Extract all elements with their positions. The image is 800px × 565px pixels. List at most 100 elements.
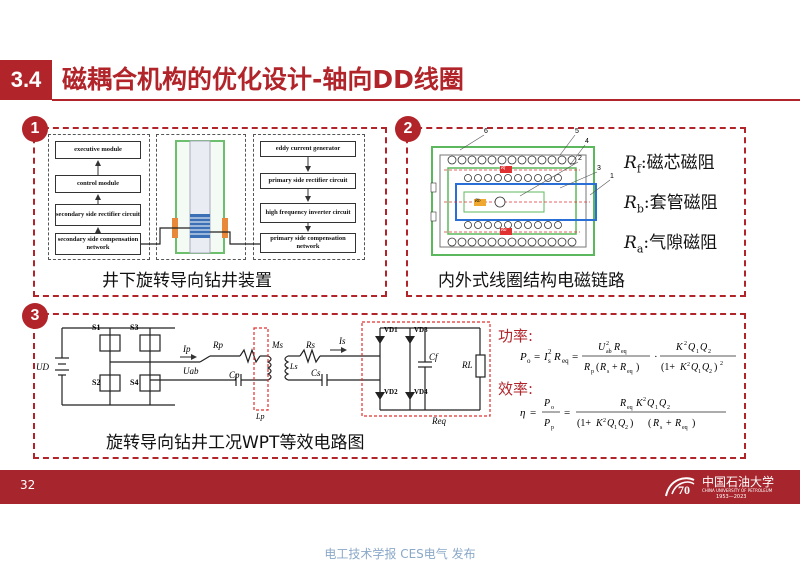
label-ud: UD (36, 362, 49, 372)
page-number: 32 (20, 478, 36, 492)
panel-equivalent-circuit (33, 313, 746, 459)
coupler-group (156, 134, 246, 260)
svg-text:=: = (572, 351, 578, 363)
label-s2: S2 (92, 378, 101, 387)
label-rl: RL (462, 360, 473, 370)
label-req: Req (432, 416, 446, 426)
svg-text:2: 2 (709, 369, 712, 375)
panel3-caption: 旋转导向钻井工况WPT等效电路图 (106, 433, 365, 453)
coil-structure-diagram (430, 134, 611, 256)
legend-rf-symbol: R (624, 153, 637, 173)
panel-number-2: 2 (395, 116, 421, 142)
legend-rf-sub: f (636, 162, 641, 176)
legend-ra-text: :气隙磁阻 (643, 233, 718, 253)
svg-text:2: 2 (684, 341, 687, 347)
svg-text:2: 2 (606, 341, 609, 347)
label-uab: Uab (183, 366, 199, 376)
legend-ra-sub: a (636, 242, 644, 256)
svg-text:R: R (599, 362, 606, 373)
block-eddy-current-generator: eddy current generator (260, 141, 356, 157)
svg-text:+: + (666, 418, 672, 429)
slide-title: 磁耦合机构的优化设计-轴向DD线圈 (62, 65, 464, 94)
svg-text:Q: Q (647, 398, 655, 409)
legend-rb-text: :套管磁阻 (643, 193, 718, 213)
svg-text:(: ( (648, 418, 652, 429)
svg-text:eq: eq (621, 349, 627, 355)
part-label-2: 2 (578, 155, 582, 162)
svg-text:=: = (564, 407, 570, 419)
panel-number-3: 3 (22, 303, 48, 329)
inner-coil-top (464, 174, 562, 182)
svg-text:): ) (692, 418, 695, 429)
block-secondary-rectifier: secondary side rectifier circuit (55, 204, 141, 226)
section-badge: 3.4 (0, 60, 52, 100)
svg-text:Q: Q (607, 418, 615, 429)
slide: 3.4 磁耦合机构的优化设计-轴向DD线圈 1 executive module… (0, 60, 800, 504)
svg-text:1: 1 (696, 349, 699, 355)
svg-text:Q: Q (659, 398, 667, 409)
svg-text:2: 2 (667, 405, 670, 411)
svg-text:Q: Q (618, 418, 626, 429)
block-primary-rectifier: primary side rectifier circuit (260, 173, 356, 189)
svg-text:Q: Q (700, 342, 708, 353)
svg-text:2: 2 (708, 349, 711, 355)
svg-text:2: 2 (643, 397, 646, 403)
drill-pipe (172, 140, 228, 254)
power-label: 功率: (498, 327, 534, 345)
svg-text:): ) (630, 418, 633, 429)
svg-text:Q: Q (702, 362, 710, 373)
svg-text:·: · (654, 351, 658, 363)
block-primary-compensation: primary side compensation network (260, 233, 356, 253)
part-label-4: 4 (585, 138, 589, 145)
university-years: 1953—2023 (716, 494, 747, 500)
label-rs: Rs (306, 340, 315, 350)
label-vd3: VD3 (414, 326, 428, 334)
label-vd2: VD2 (384, 388, 398, 396)
inner-coil-bottom (464, 221, 562, 229)
svg-text:Q: Q (691, 362, 699, 373)
svg-text:): ) (636, 362, 639, 373)
svg-text:=: = (534, 351, 540, 363)
svg-text:s: s (660, 425, 663, 431)
title-underline (52, 99, 800, 101)
svg-text:R: R (619, 398, 626, 409)
wpt-circuit (55, 321, 491, 417)
panel2-caption: 内外式线圈结构电磁链路 (438, 271, 625, 291)
inner-label-rb: Rb (475, 199, 481, 204)
part-label-1: 1 (610, 173, 614, 180)
svg-text:p: p (551, 425, 554, 431)
legend-rb-symbol: R (624, 193, 637, 213)
label-vd4: VD4 (414, 388, 428, 396)
inner-label-ra: Ra (501, 228, 507, 233)
svg-text:2: 2 (687, 362, 690, 368)
svg-text:2: 2 (548, 348, 552, 356)
part-label-6: 6 (484, 128, 488, 135)
svg-text:Q: Q (688, 342, 696, 353)
label-rp: Rp (213, 340, 223, 350)
legend-rb-sub: b (636, 202, 644, 216)
svg-text:K: K (595, 418, 604, 429)
block-control-module: control module (55, 175, 141, 193)
label-s1: S1 (92, 323, 101, 332)
label-vd1: VD1 (384, 326, 398, 334)
legend-ra: Ra:气隙磁阻 (624, 228, 717, 255)
label-cs: Cs (311, 368, 321, 378)
panel-drilling-device (33, 127, 387, 297)
svg-text:P: P (543, 418, 550, 429)
label-mutual: Ms (272, 340, 283, 350)
label-ls: Ls (290, 362, 298, 371)
university-logo: 70 中国石油大学 CHINA UNIVERSITY OF PETROLEUM … (660, 472, 796, 502)
part-label-5: 5 (575, 128, 579, 135)
svg-text:R: R (619, 362, 626, 373)
block-executive-module: executive module (55, 141, 141, 159)
svg-text:eq: eq (682, 425, 688, 431)
svg-text:2: 2 (603, 418, 606, 424)
panel1-caption: 井下旋转导向钻井装置 (102, 271, 272, 291)
primary-side-group (253, 134, 365, 260)
svg-text:2: 2 (720, 361, 723, 367)
panel1-diagram (95, 140, 311, 254)
svg-text:=: = (530, 407, 536, 419)
inner-label-rf: Rf (501, 166, 506, 171)
svg-text:1: 1 (614, 425, 617, 431)
